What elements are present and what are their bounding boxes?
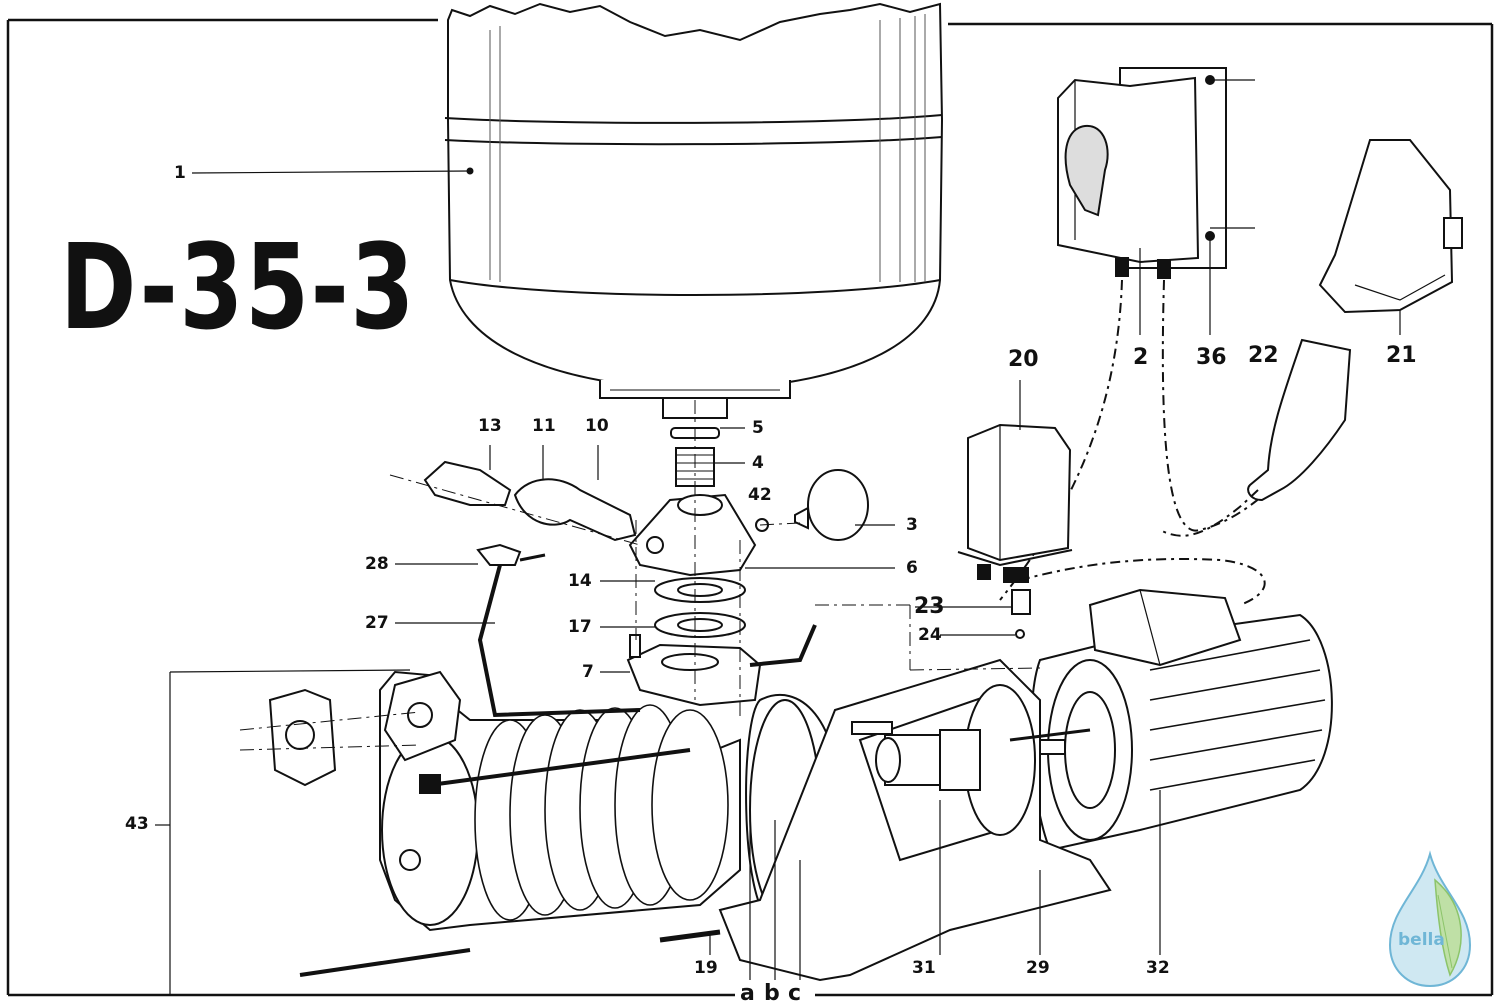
part-label-7: 7 [582, 662, 594, 682]
part-label-19: 19 [694, 958, 718, 978]
cable-plug [1159, 338, 1352, 537]
sub-label-a: a [740, 981, 755, 1006]
part-label-20: 20 [1008, 347, 1039, 372]
part-label-1: 1 [174, 163, 186, 183]
part-label-23: 23 [914, 594, 945, 619]
part-label-6: 6 [906, 558, 918, 578]
part-label-22: 22 [1248, 343, 1279, 368]
part-label-28: 28 [365, 554, 389, 574]
motor-bracket [659, 658, 1112, 982]
part-label-36: 36 [1196, 345, 1227, 370]
part-label-2: 2 [1133, 345, 1149, 370]
part-label-5: 5 [752, 418, 764, 438]
sub-label-c: c [788, 981, 802, 1006]
bella-watermark: bella [1380, 850, 1480, 990]
pressure-switch-box [999, 67, 1291, 601]
water-drop-leaf-icon [1388, 850, 1472, 988]
part-label-3: 3 [906, 515, 918, 535]
part-label-27: 27 [365, 613, 389, 633]
manifold-fittings [423, 427, 869, 718]
part-label-17: 17 [568, 617, 592, 637]
watermark-text: bella [1398, 930, 1445, 950]
pump-body [268, 670, 741, 977]
frame-border [6, 18, 1494, 997]
relay-box [957, 423, 1266, 606]
part-label-13: 13 [478, 416, 502, 436]
centerline-dashes [239, 400, 1041, 751]
part-label-10: 10 [585, 416, 609, 436]
part-label-24: 24 [918, 625, 942, 645]
part-label-42: 42 [748, 485, 772, 505]
leader-lines [155, 79, 1401, 995]
part-label-43: 43 [125, 814, 149, 834]
part-label-31: 31 [912, 958, 936, 978]
electric-motor [1024, 588, 1333, 852]
part-label-11: 11 [532, 416, 556, 436]
part-label-32: 32 [1146, 958, 1170, 978]
part-label-4: 4 [752, 453, 764, 473]
pressure-tank [444, 2, 944, 419]
sub-label-b: b [764, 981, 780, 1006]
leader-dot [466, 167, 474, 175]
part-label-29: 29 [1026, 958, 1050, 978]
model-title: D-35-3 [60, 218, 416, 356]
part-label-21: 21 [1386, 343, 1417, 368]
part-label-14: 14 [568, 571, 592, 591]
terminal-connector [1011, 589, 1031, 639]
plug-socket [1318, 139, 1463, 314]
